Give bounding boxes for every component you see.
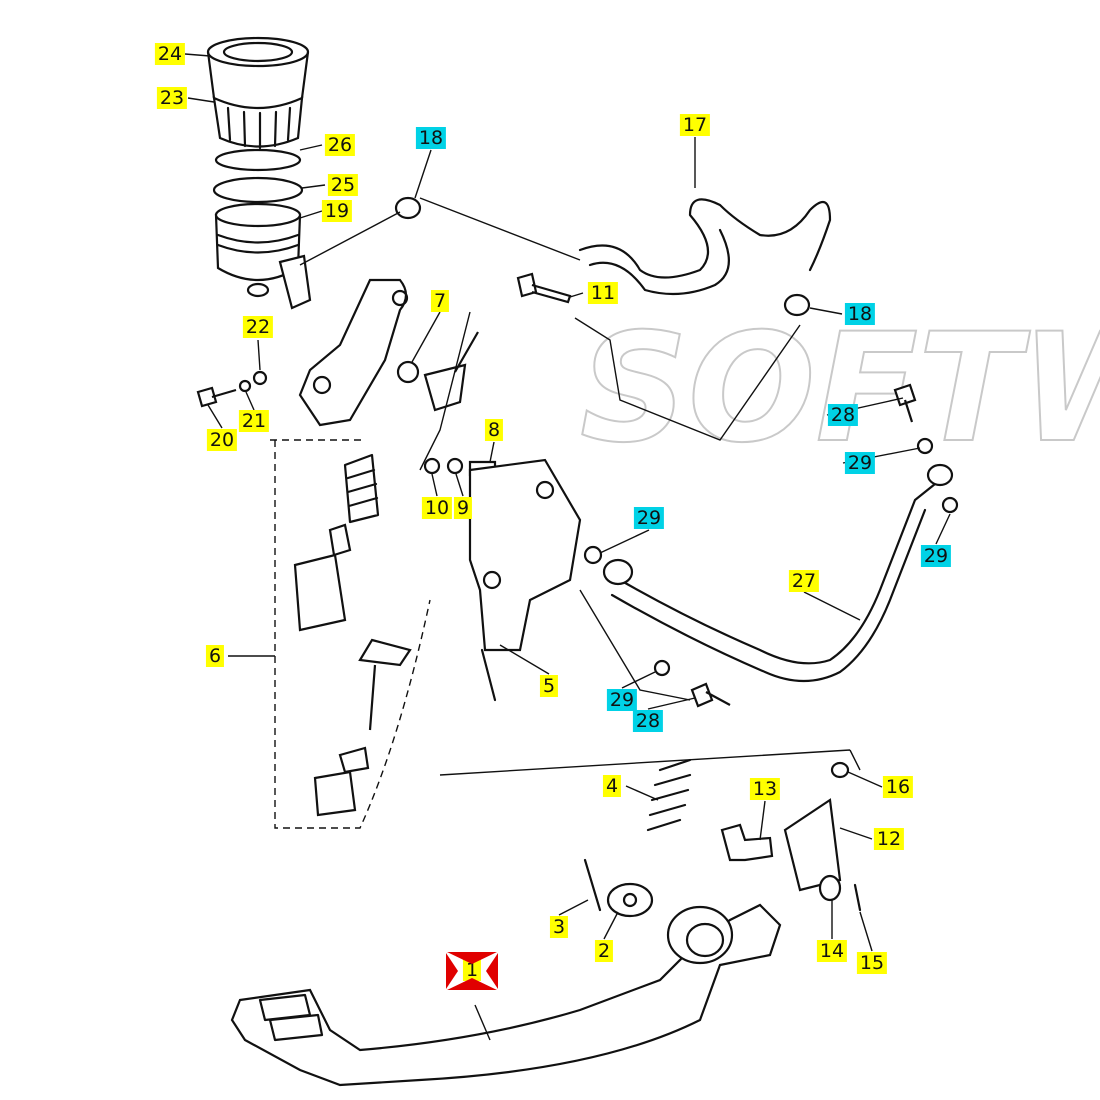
cotter-pin bbox=[853, 883, 862, 912]
bolt bbox=[516, 272, 572, 304]
callout-12[interactable]: 12 bbox=[873, 828, 905, 850]
callout-28[interactable]: 28 bbox=[632, 710, 664, 732]
master-cylinder bbox=[468, 458, 582, 652]
callout-15[interactable]: 15 bbox=[856, 952, 888, 974]
push-rod bbox=[423, 331, 479, 412]
callout-20[interactable]: 20 bbox=[206, 429, 238, 451]
copper-washer bbox=[916, 437, 934, 455]
bolt bbox=[196, 386, 237, 408]
callout-17[interactable]: 17 bbox=[679, 114, 711, 136]
clevis bbox=[783, 798, 842, 892]
callout-7[interactable]: 7 bbox=[430, 290, 450, 312]
copper-washer bbox=[653, 659, 671, 677]
o-ring bbox=[396, 360, 420, 384]
return-spring bbox=[646, 758, 692, 832]
callout-24[interactable]: 24 bbox=[154, 43, 186, 65]
callout-29[interactable]: 29 bbox=[606, 689, 638, 711]
callout-11[interactable]: 11 bbox=[587, 282, 619, 304]
callout-28[interactable]: 28 bbox=[827, 404, 859, 426]
callout-1[interactable]: 1 bbox=[462, 959, 482, 981]
dust-boot bbox=[313, 770, 357, 817]
copper-washer bbox=[941, 496, 959, 514]
reservoir-cap bbox=[206, 36, 310, 100]
brake-hose-edge bbox=[610, 508, 927, 682]
copper-washer bbox=[583, 545, 603, 565]
spring bbox=[343, 453, 380, 524]
callout-21[interactable]: 21 bbox=[238, 410, 270, 432]
brake-hose bbox=[618, 478, 942, 665]
callout-6[interactable]: 6 bbox=[205, 645, 225, 667]
reservoir-hose-edge bbox=[588, 228, 730, 296]
callout-18[interactable]: 18 bbox=[415, 127, 447, 149]
callout-2[interactable]: 2 bbox=[594, 940, 614, 962]
callout-16[interactable]: 16 bbox=[882, 776, 914, 798]
callout-19[interactable]: 19 bbox=[321, 200, 353, 222]
callout-3[interactable]: 3 bbox=[549, 916, 569, 938]
callout-9[interactable]: 9 bbox=[453, 497, 473, 519]
master-cylinder-bracket bbox=[298, 278, 408, 427]
callout-8[interactable]: 8 bbox=[484, 419, 504, 441]
callout-14[interactable]: 14 bbox=[816, 940, 848, 962]
callout-5[interactable]: 5 bbox=[539, 675, 559, 697]
push-rod-assembly bbox=[358, 638, 412, 731]
callout-26[interactable]: 26 bbox=[324, 134, 356, 156]
union-bolt bbox=[893, 383, 917, 423]
washer bbox=[606, 882, 654, 918]
diaphragm bbox=[212, 176, 304, 204]
callout-27[interactable]: 27 bbox=[788, 570, 820, 592]
diaphragm-plate bbox=[214, 148, 302, 172]
kit-bracket bbox=[270, 439, 431, 829]
washer bbox=[818, 874, 842, 902]
callout-22[interactable]: 22 bbox=[242, 316, 274, 338]
callout-4[interactable]: 4 bbox=[602, 775, 622, 797]
callout-29[interactable]: 29 bbox=[844, 452, 876, 474]
callout-23[interactable]: 23 bbox=[156, 87, 188, 109]
callout-29[interactable]: 29 bbox=[920, 545, 952, 567]
callout-13[interactable]: 13 bbox=[749, 778, 781, 800]
union-bolt bbox=[690, 682, 731, 708]
reservoir-hose bbox=[578, 198, 832, 279]
reservoir-tank bbox=[214, 202, 312, 310]
callout-10[interactable]: 10 bbox=[421, 497, 453, 519]
nut bbox=[423, 457, 441, 475]
hose-clamp bbox=[783, 293, 811, 317]
reservoir-cap-ring bbox=[212, 96, 304, 150]
hose-clamp bbox=[394, 196, 422, 220]
callout-18[interactable]: 18 bbox=[844, 303, 876, 325]
callout-25[interactable]: 25 bbox=[327, 174, 359, 196]
nut bbox=[830, 761, 850, 779]
piston-rod bbox=[480, 648, 497, 702]
callout-29[interactable]: 29 bbox=[633, 507, 665, 529]
cup bbox=[328, 523, 352, 557]
leader-lines bbox=[184, 53, 951, 1041]
boot bbox=[338, 746, 370, 774]
watermark: SOFTWARE bbox=[580, 302, 1100, 476]
pin bbox=[720, 823, 774, 862]
cotter-pin bbox=[583, 858, 602, 912]
piston bbox=[293, 553, 347, 632]
brake-pedal bbox=[230, 903, 782, 1087]
washer bbox=[446, 457, 464, 475]
